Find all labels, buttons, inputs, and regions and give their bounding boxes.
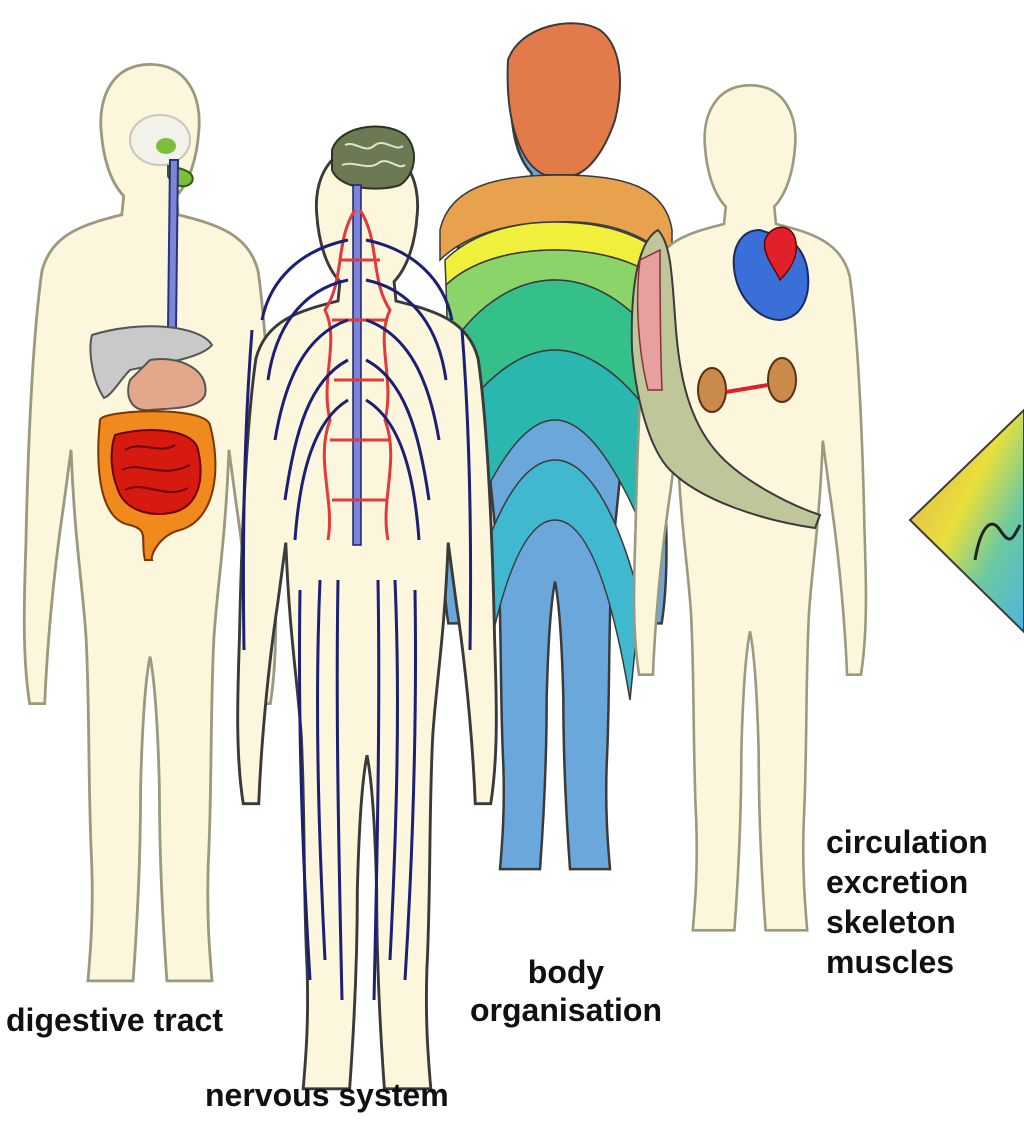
spinal-cord (353, 185, 361, 545)
esophagus (168, 160, 178, 330)
prism (910, 410, 1024, 632)
label-excretion: excretion (826, 862, 988, 902)
layer-head (508, 23, 620, 175)
label-body-line1: body (456, 953, 676, 991)
small-intestine (112, 430, 201, 514)
label-body-line2: organisation (456, 991, 676, 1029)
label-muscles: muscles (826, 942, 988, 982)
figure-digestive (24, 64, 276, 981)
kidney-left (698, 368, 726, 412)
kidney-right (768, 358, 796, 402)
label-digestive-tract: digestive tract (6, 1001, 223, 1039)
salivary-gland-upper (156, 138, 176, 154)
label-circulation: circulation (826, 822, 988, 862)
prism-shape (910, 410, 1024, 632)
label-other-systems: circulation excretion skeleton muscles (826, 822, 988, 982)
label-nervous-system: nervous system (205, 1076, 449, 1114)
brain (332, 127, 414, 189)
label-skeleton: skeleton (826, 902, 988, 942)
label-body-organisation: body organisation (456, 953, 676, 1029)
